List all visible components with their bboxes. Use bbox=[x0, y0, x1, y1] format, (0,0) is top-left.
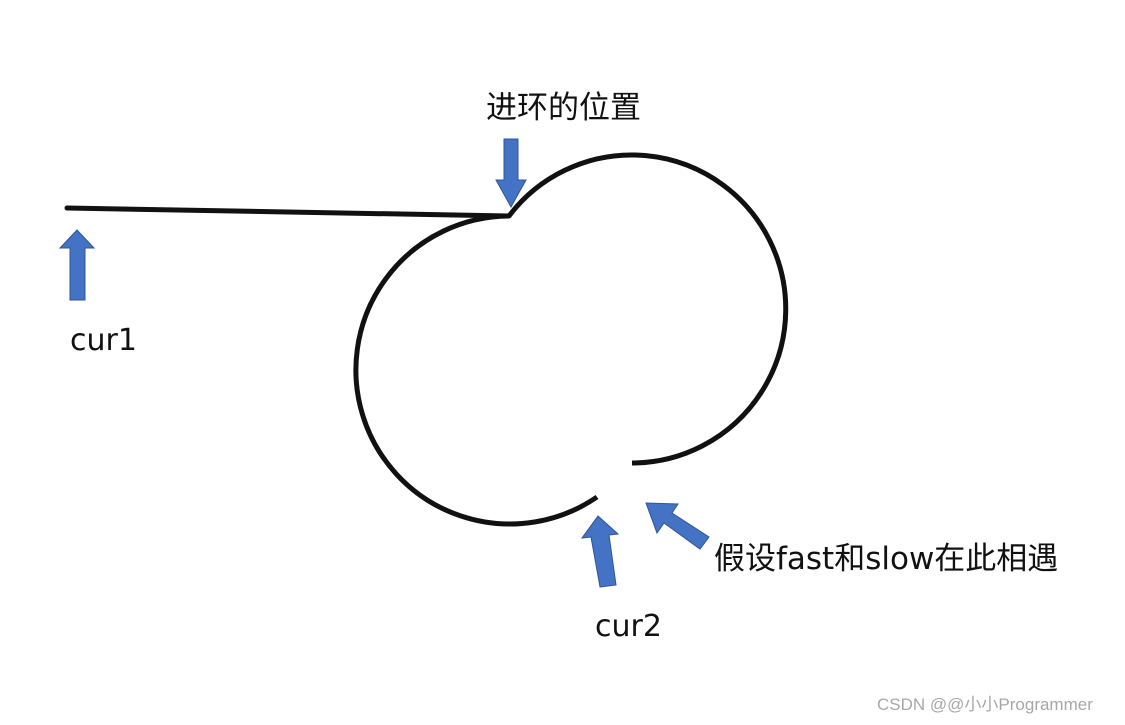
cycle-arc bbox=[507, 152, 789, 466]
cycle-arc-lower bbox=[353, 213, 599, 527]
csdn-watermark: CSDN @@小小Programmer bbox=[877, 695, 1093, 714]
meeting-point-arrow bbox=[645, 502, 710, 550]
meeting-point-label: 假设fast和slow在此相遇 bbox=[714, 541, 1059, 577]
entry-position-label: 进环的位置 bbox=[486, 90, 641, 126]
cur1-label: cur1 bbox=[70, 323, 137, 358]
entry-position-arrow bbox=[495, 138, 527, 209]
cur1-arrow bbox=[58, 229, 96, 301]
cur2-arrow bbox=[580, 515, 620, 588]
list-head-line bbox=[64, 205, 512, 219]
cur2-label: cur2 bbox=[595, 609, 662, 644]
